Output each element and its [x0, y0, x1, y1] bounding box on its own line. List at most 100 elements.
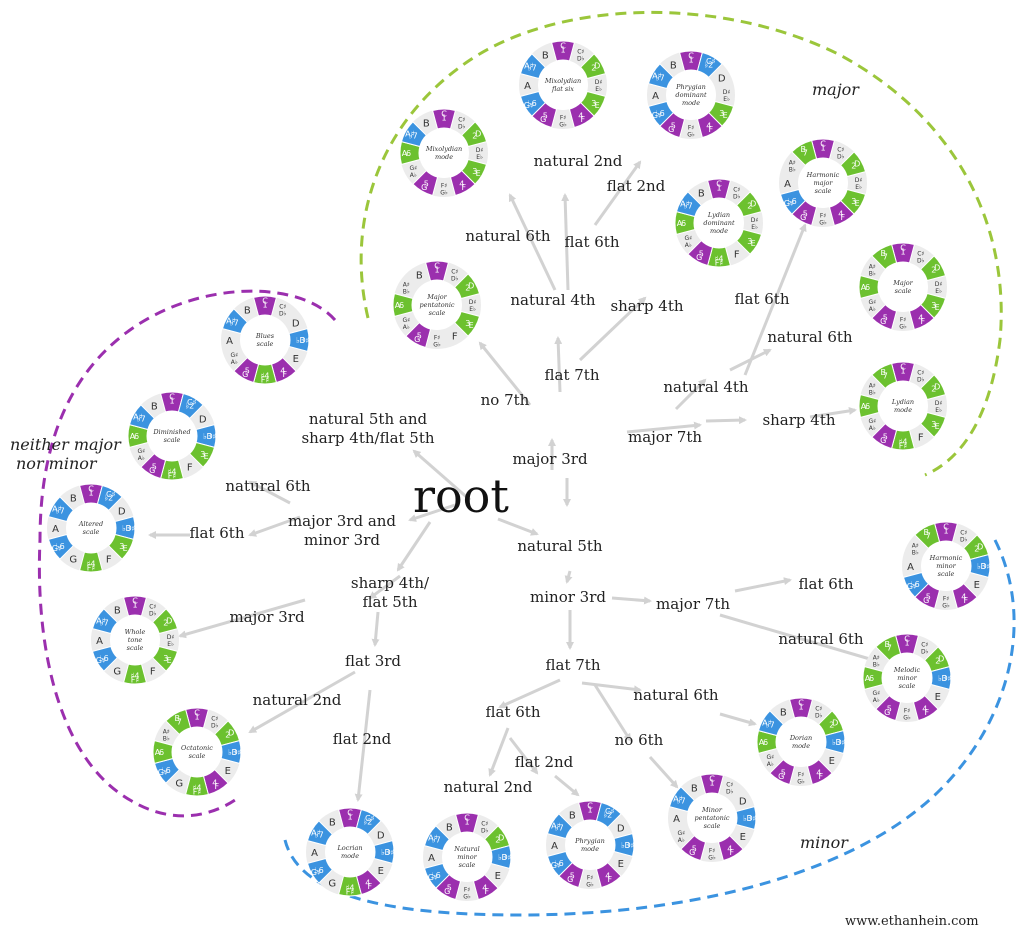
note-name: E [829, 756, 835, 767]
scale-note-name: A♯ [524, 61, 533, 70]
branch-arrow-23 [371, 611, 380, 647]
branch-arrow-17 [809, 406, 857, 419]
note-name: B [329, 817, 336, 828]
scale-name: Octatonic [181, 744, 213, 752]
scale-name: Lydian [707, 211, 730, 219]
scale-note-name: G♯ [52, 544, 62, 553]
scale-note-name: D [934, 263, 940, 272]
scale-degree-segment [546, 813, 574, 840]
scale-note-name: D [468, 281, 474, 290]
scale-name: Minor [701, 806, 723, 814]
note-name: B [423, 118, 430, 129]
scale-degree-segment [122, 595, 148, 617]
scale-name: flat six [551, 85, 574, 93]
wheel-center [878, 262, 928, 312]
interval-label: 1 [434, 266, 439, 275]
note-name: B [569, 810, 576, 821]
note-name: A♭ [869, 425, 876, 432]
scale-note-name: D [938, 654, 944, 663]
scale-note-name: G [778, 772, 784, 781]
scale-degree-segment [288, 327, 310, 353]
note-name: D♯ [595, 79, 603, 86]
interval-label: ♭6 [315, 866, 324, 875]
interval-label: 1 [262, 301, 267, 310]
note-name: F♯ [943, 596, 949, 603]
interval-label: ♭6 [100, 654, 109, 663]
note-name: B [670, 60, 677, 71]
scale-note-name: A [677, 219, 683, 228]
note-name: B♭ [163, 735, 170, 742]
note-name: D [617, 823, 625, 834]
interval-label: ♯4 [87, 560, 96, 569]
interval-label: 5 [692, 845, 697, 854]
scale-note-name: G♯ [96, 656, 106, 665]
note-name: C♯ [458, 116, 465, 123]
note-name: G♯ [230, 352, 238, 359]
branch-label-l_sharp4_a: sharp 4th [610, 297, 683, 315]
interval-label: ♯4 [131, 672, 140, 681]
scale-name: scale [815, 187, 832, 195]
branch-arrow-33 [488, 727, 510, 777]
interval-label: 4 [838, 210, 843, 219]
scale-degree-segment [220, 739, 242, 765]
interval-label: 2 [465, 283, 470, 292]
interval-label: 4 [605, 872, 610, 881]
scale-note-name: G [668, 125, 674, 134]
scale-degree-segment [151, 645, 179, 672]
note-name: E♭ [167, 641, 174, 648]
wheel-center [694, 198, 744, 248]
note-name: A [428, 853, 435, 864]
wheel-center [882, 653, 932, 703]
interval-label: ♭7 [766, 720, 775, 729]
scale-note-name: D [498, 833, 504, 842]
scale-degree-segment [579, 53, 607, 80]
note-name: D♭ [726, 788, 734, 795]
note-name: G [69, 555, 77, 566]
interval-label: ♭3 [832, 738, 841, 747]
scale-degree-segment [91, 645, 119, 672]
scale-note-name: G♯ [524, 101, 534, 110]
note-name: C♯ [733, 186, 740, 193]
note-name: F♯ [560, 115, 566, 122]
scale-name: Major [892, 279, 913, 287]
note-name: B♭ [912, 549, 919, 556]
scale-degree-segment [791, 139, 818, 167]
scale-degree-segment [568, 101, 595, 129]
note-name: G♯ [137, 448, 145, 455]
branch-label-l_sharp4flat5: sharp 4th/flat 5th [351, 574, 430, 611]
branch-arrow-1 [408, 503, 456, 522]
scale-degree-segment [779, 188, 807, 215]
note-name: B [691, 783, 698, 794]
scale-degree-segment [490, 844, 512, 870]
note-name: G♭ [433, 342, 441, 349]
note-name: A♭ [685, 242, 692, 249]
scale-note-name: A [865, 674, 871, 683]
wheel-center [776, 717, 826, 767]
scale-degree-segment [519, 90, 547, 117]
scale-degree-segment [696, 51, 723, 79]
scale-note-name: B [885, 640, 891, 649]
note-name: G♭ [942, 603, 950, 610]
scale-degree-segment [306, 820, 334, 847]
note-name: E [495, 871, 501, 882]
scale-degree-segment [828, 199, 855, 227]
branch-label-l_flat3: flat 3rd [345, 652, 401, 670]
note-name: A [673, 814, 680, 825]
note-name: A♯ [912, 542, 919, 549]
branch-label-l_maj7_a: major 7th [628, 428, 702, 446]
scale-degree-segment [595, 801, 622, 829]
scale-name: Major [426, 293, 447, 301]
scale-note-name: G♯ [907, 582, 917, 591]
note-name: D♭ [211, 722, 219, 729]
note-name: A♭ [403, 324, 410, 331]
interval-label: 3 [465, 319, 470, 328]
note-name: G♯ [868, 299, 876, 306]
note-name: C♯ [451, 268, 458, 275]
scale-degree-segment [706, 178, 732, 200]
interval-label: 2 [974, 544, 979, 553]
scale-wheel-phryg_dom: 1♭2DD♯E♭34F♯G♭5♭6A♭7BCC♯EFGG♯A♯Phrygiand… [647, 50, 735, 139]
